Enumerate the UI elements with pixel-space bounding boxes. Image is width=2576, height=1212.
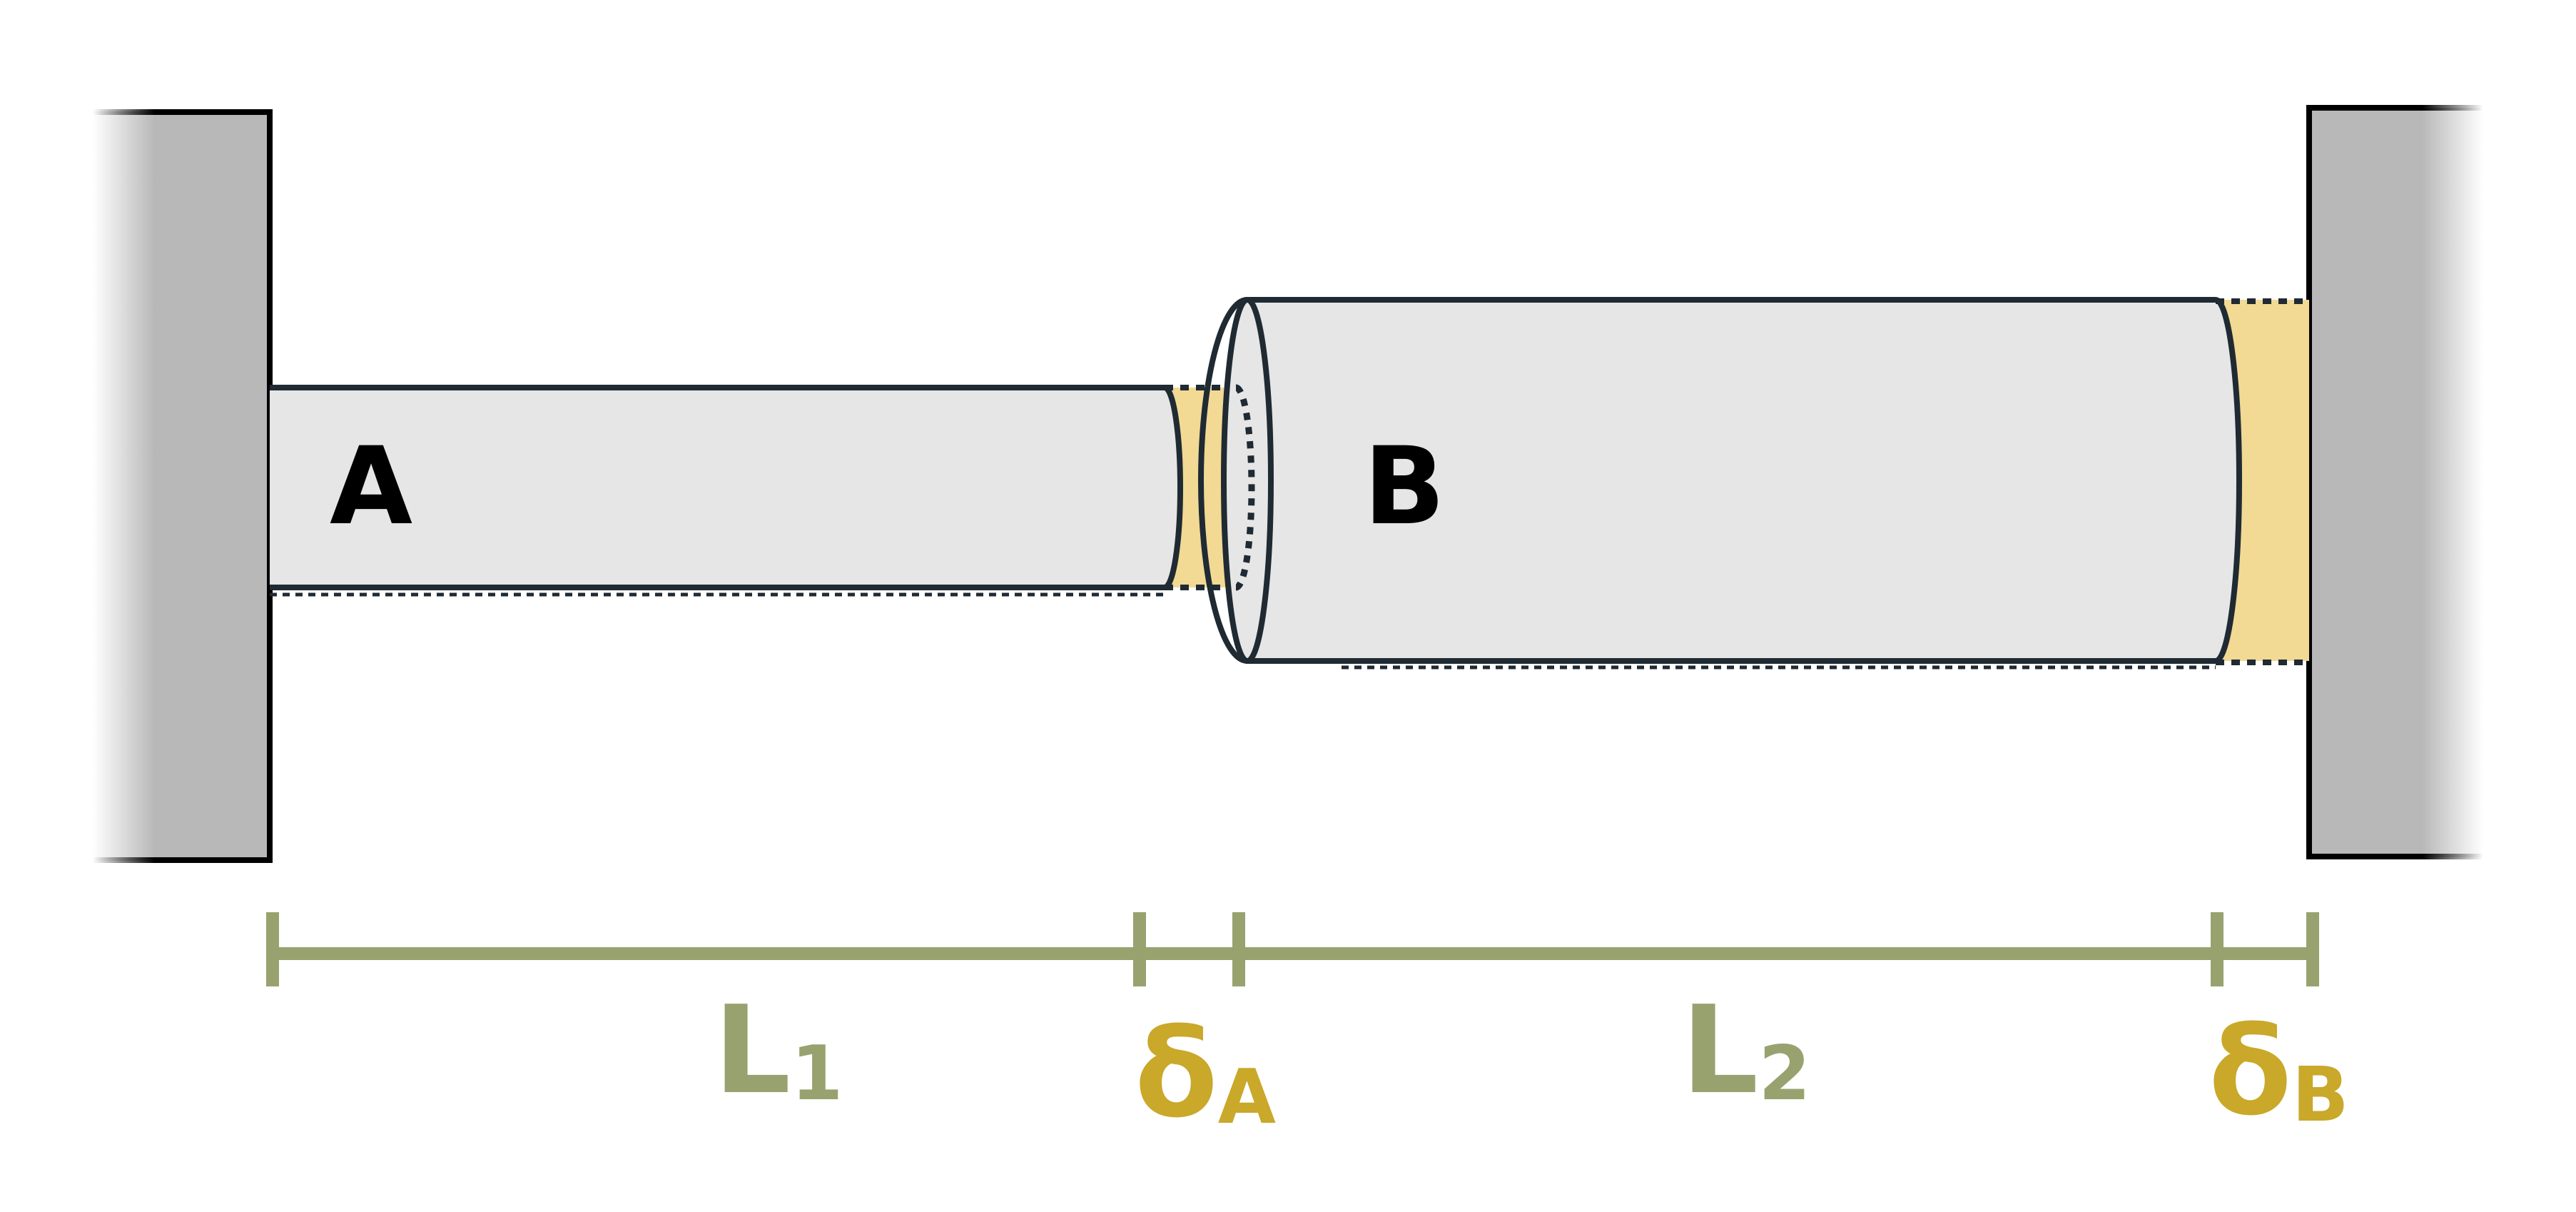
gap-b [2215,297,2309,665]
delta-b-label: δB [2209,1001,2349,1143]
bar-a [270,385,1180,597]
bar-a-label: A [330,425,412,549]
delta-a-label: δA [1135,1004,1276,1145]
bar-b-label: B [1364,425,1445,549]
right-wall [2306,105,2483,859]
l2-label: L2 [1681,980,1810,1121]
bar-b [1164,297,2239,670]
dimension-line [266,912,2319,986]
left-wall [93,109,273,863]
l1-label: L1 [714,980,843,1121]
